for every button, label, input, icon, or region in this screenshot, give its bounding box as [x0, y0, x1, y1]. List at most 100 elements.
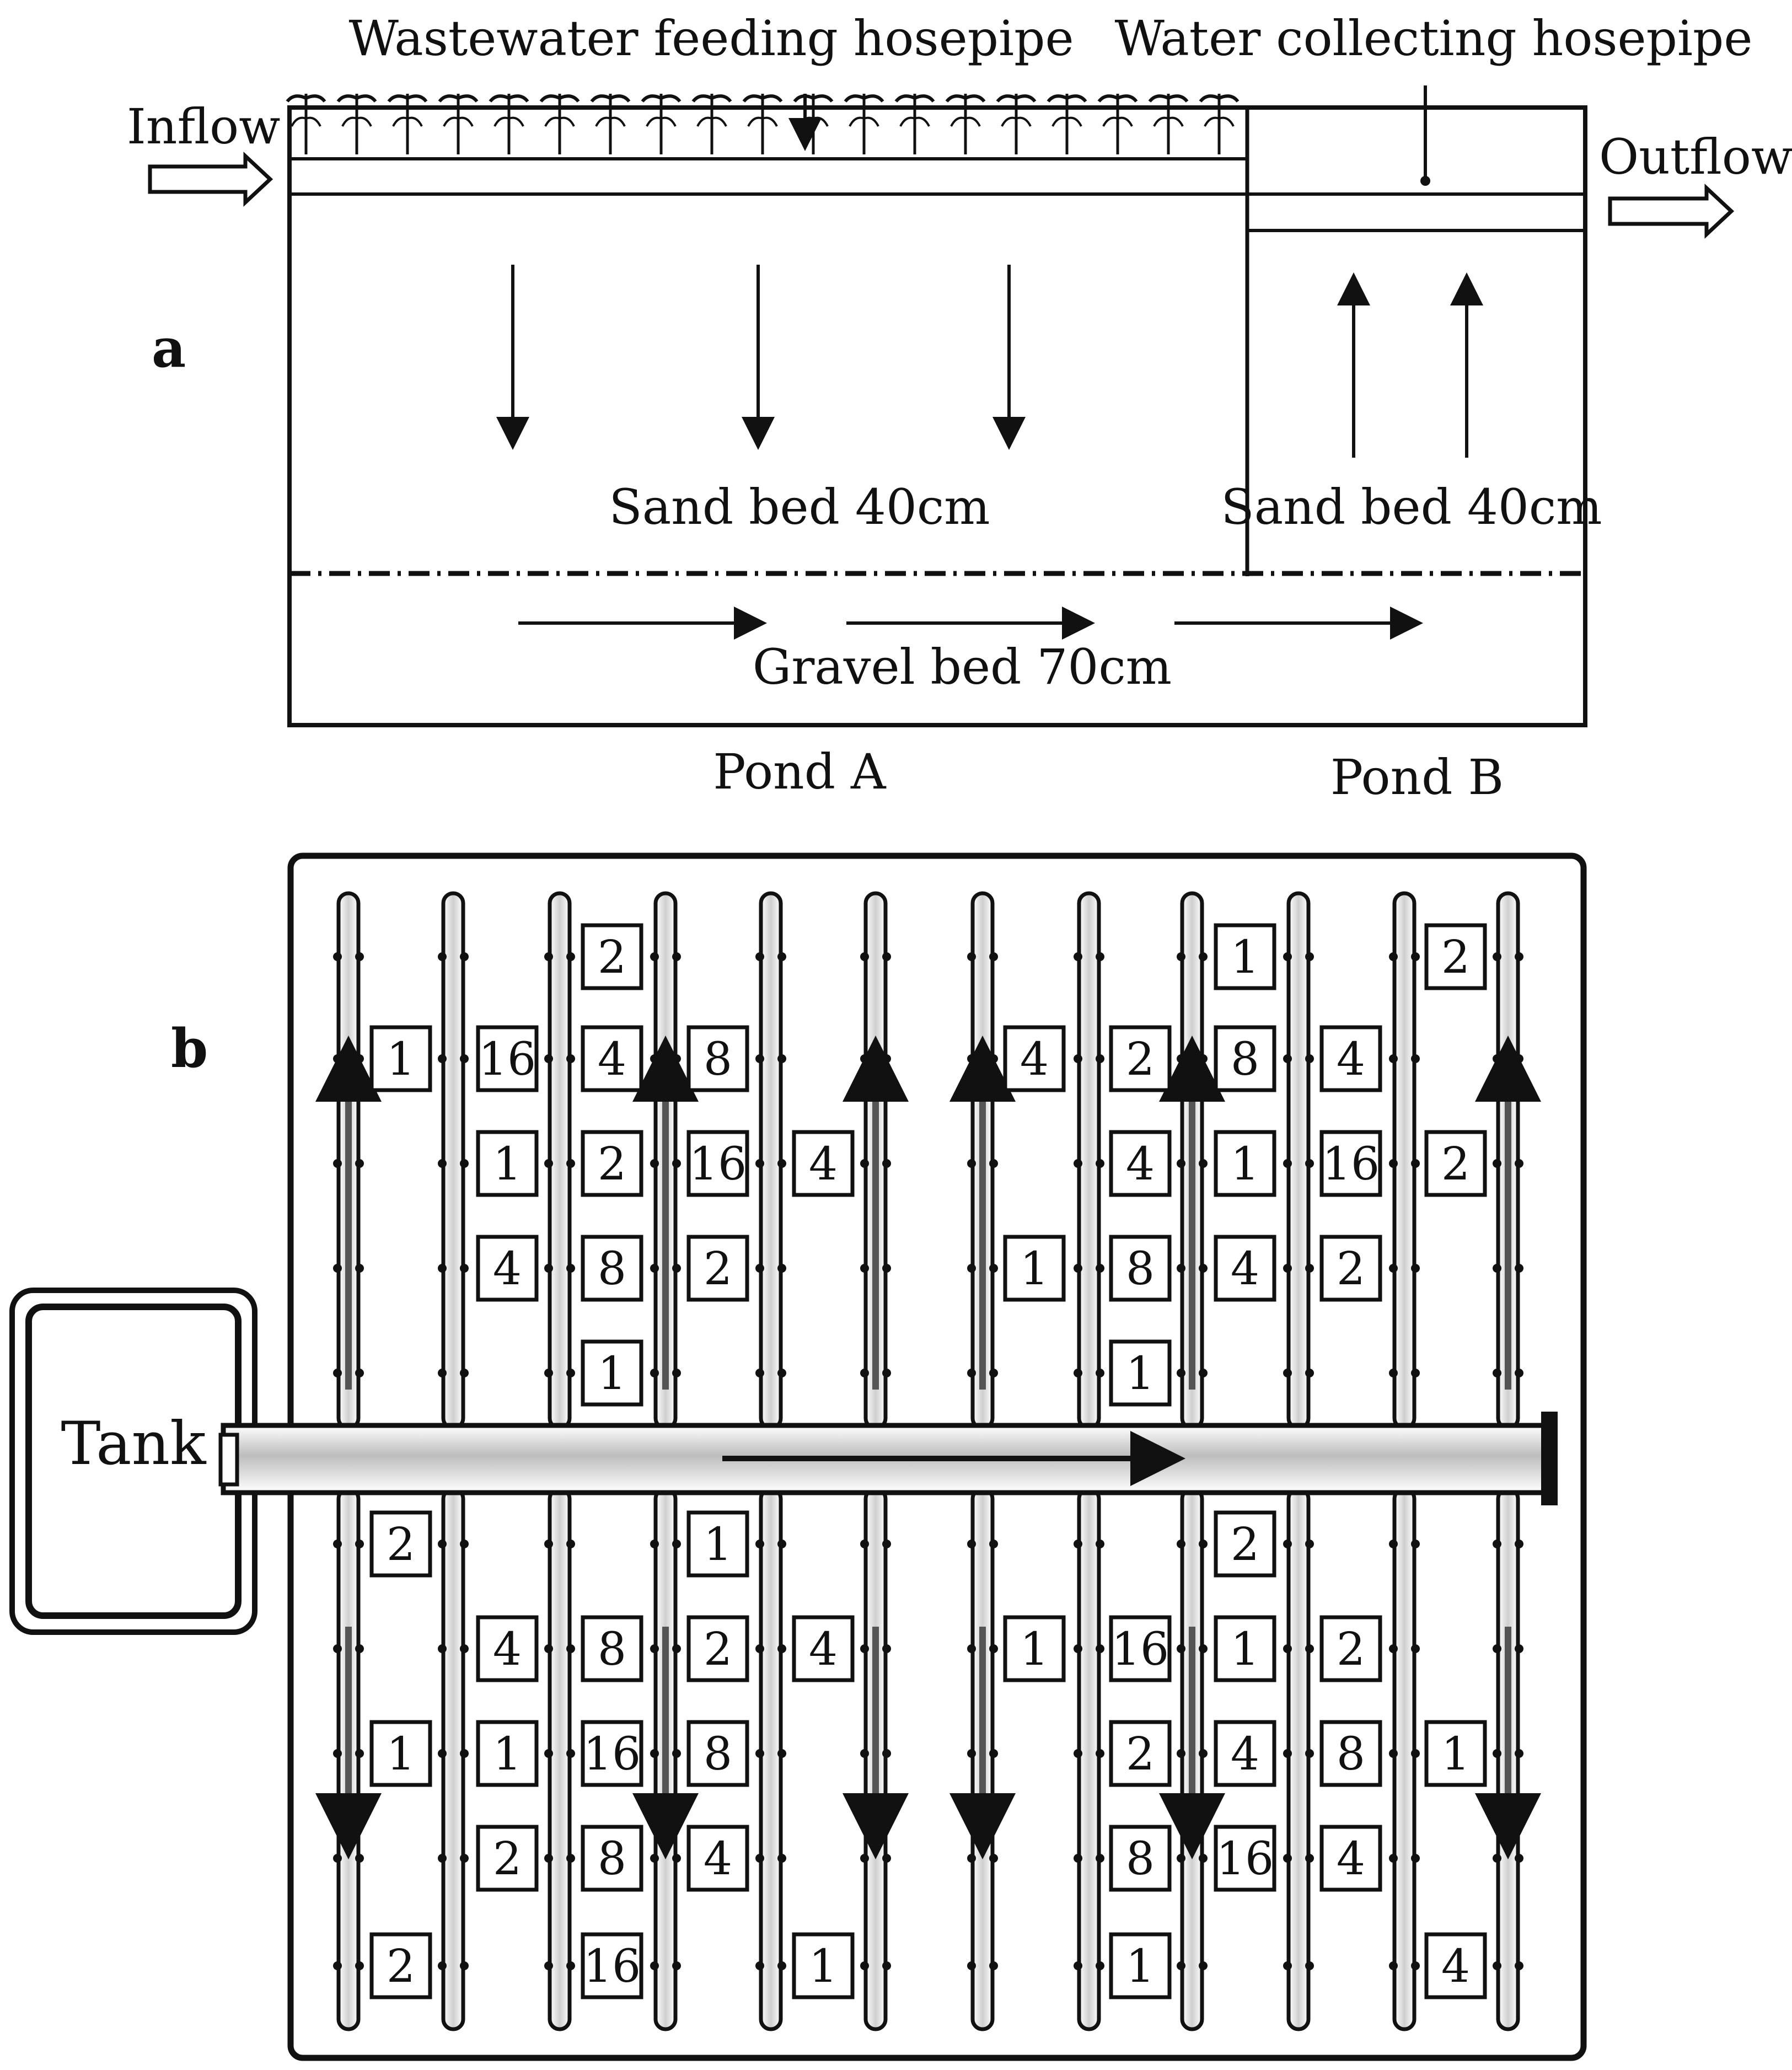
emitter-hole: [882, 1749, 891, 1758]
sample-point-box: 2: [1319, 1235, 1382, 1302]
emitter-hole: [989, 1749, 998, 1758]
emitter-hole: [438, 1054, 447, 1063]
sample-point-label: 8: [598, 1623, 626, 1676]
emitter-hole: [1493, 1961, 1501, 1970]
emitter-hole: [1074, 1854, 1082, 1863]
emitter-hole: [1074, 1264, 1082, 1273]
emitter-hole: [1493, 1854, 1501, 1863]
emitter-hole: [1389, 1854, 1398, 1863]
emitter-hole: [1515, 1644, 1523, 1653]
emitter-hole: [1283, 1644, 1292, 1653]
emitter-hole: [860, 1369, 869, 1377]
sample-point-label: 16: [583, 1940, 641, 1993]
emitter-hole: [1177, 1264, 1185, 1273]
emitter-hole: [1389, 1749, 1398, 1758]
emitter-hole: [777, 1644, 786, 1653]
emitter-hole: [1515, 1159, 1523, 1168]
emitter-hole: [1305, 1369, 1314, 1377]
emitter-hole: [967, 1369, 976, 1377]
emitter-hole: [755, 1961, 764, 1970]
emitter-hole: [1096, 1159, 1104, 1168]
lateral-pipe: [315, 891, 382, 1430]
inflow-label: Inflow: [127, 98, 280, 155]
sample-point-label: 8: [1337, 1728, 1365, 1781]
plant-icon: [489, 94, 529, 154]
emitter-hole: [1305, 1540, 1314, 1548]
sample-point-label: 2: [387, 1940, 415, 1993]
sample-point-label: 2: [1337, 1243, 1365, 1295]
sample-point-box: 16: [1109, 1615, 1172, 1682]
emitter-hole: [1515, 1961, 1523, 1970]
sample-point-box: 2: [1424, 1130, 1487, 1197]
emitter-hole: [755, 952, 764, 961]
emitter-hole: [355, 1854, 364, 1863]
emitter-hole: [672, 1961, 681, 1970]
lateral-pipe: [632, 1487, 699, 2031]
sample-point-label: 16: [1112, 1623, 1169, 1676]
emitter-hole: [755, 1159, 764, 1168]
sample-point-label: 1: [1231, 931, 1259, 984]
emitter-hole: [566, 1054, 575, 1063]
emitter-hole: [1493, 1369, 1501, 1377]
emitter-hole: [438, 1644, 447, 1653]
sample-point-label: 4: [1337, 1033, 1365, 1086]
sample-point-label: 16: [1216, 1833, 1274, 1885]
emitter-hole: [333, 1644, 342, 1653]
emitter-hole: [566, 1369, 575, 1377]
emitter-hole: [755, 1369, 764, 1377]
emitter-hole: [460, 1264, 469, 1273]
lateral-pipe: [1389, 891, 1420, 1430]
emitter-hole: [544, 1264, 553, 1273]
emitter-hole: [438, 952, 447, 961]
emitter-hole: [1305, 1054, 1314, 1063]
emitter-hole: [777, 1159, 786, 1168]
emitter-hole: [1074, 1159, 1082, 1168]
emitter-hole: [989, 952, 998, 961]
sample-point-label: 8: [598, 1833, 626, 1885]
emitter-hole: [1283, 952, 1292, 961]
sample-point-label: 1: [387, 1033, 415, 1086]
sample-point-label: 1: [809, 1940, 838, 1993]
emitter-hole: [544, 1159, 553, 1168]
emitter-hole: [333, 952, 342, 961]
emitter-hole: [1177, 1961, 1185, 1970]
sample-point-box: 1: [1109, 1339, 1172, 1407]
emitter-hole: [460, 1369, 469, 1377]
sample-point-box: 4: [476, 1615, 539, 1682]
sample-point-label: 1: [493, 1138, 522, 1190]
emitter-hole: [860, 1264, 869, 1273]
emitter-hole: [777, 1054, 786, 1063]
emitter-hole: [989, 1159, 998, 1168]
emitter-hole: [882, 1540, 891, 1548]
sample-point-label: 16: [479, 1033, 536, 1086]
sample-point-label: 4: [1231, 1243, 1259, 1295]
emitter-hole: [1411, 1369, 1420, 1377]
gravel-bed-label: Gravel bed 70cm: [753, 639, 1172, 695]
sample-point-box: 2: [581, 1130, 643, 1197]
emitter-hole: [967, 1749, 976, 1758]
sample-point-label: 1: [1231, 1623, 1259, 1676]
plant-icon: [387, 94, 428, 154]
emitter-hole: [1199, 1749, 1208, 1758]
sample-point-box: 8: [1109, 1235, 1172, 1302]
plant-icon: [844, 94, 884, 154]
plant-icon: [590, 94, 631, 154]
emitter-hole: [333, 1961, 342, 1970]
collecting-hose-label: Water collecting hosepipe: [1115, 10, 1753, 67]
emitter-hole: [544, 1054, 553, 1063]
sample-point-box: 1: [1003, 1235, 1066, 1302]
emitter-hole: [989, 1854, 998, 1863]
plant-icon: [945, 94, 986, 154]
sample-point-label: 2: [1231, 1519, 1259, 1571]
sample-point-box: 1: [1214, 923, 1276, 990]
plant-icon: [691, 94, 732, 154]
sample-point-label: 8: [1126, 1833, 1155, 1885]
emitter-hole: [566, 1159, 575, 1168]
emitter-hole: [650, 1054, 659, 1063]
emitter-hole: [672, 1159, 681, 1168]
emitter-hole: [544, 1854, 553, 1863]
emitter-hole: [989, 1644, 998, 1653]
emitter-hole: [544, 1749, 553, 1758]
